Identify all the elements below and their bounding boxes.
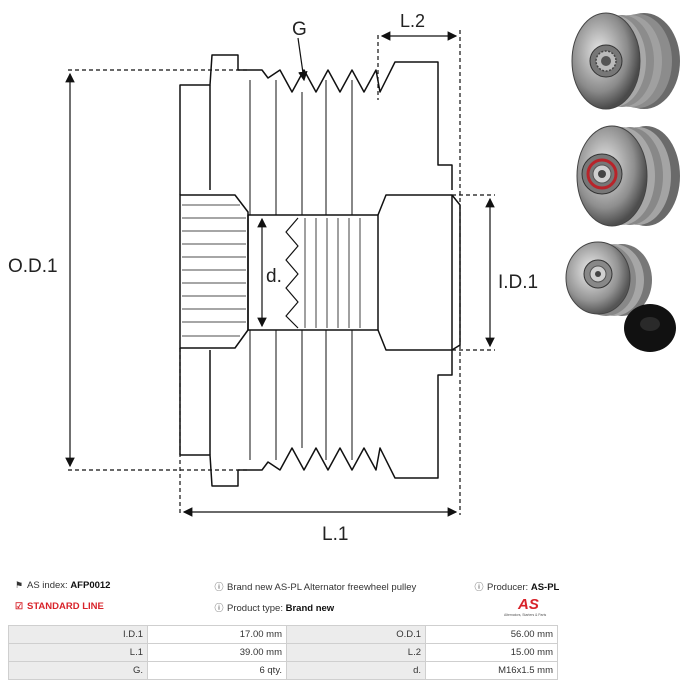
thread-section [285,217,299,329]
spec-label: L.1 [8,643,148,662]
spec-label: O.D.1 [286,625,426,644]
tag-icon: ⚑ [14,580,24,590]
label-od1: O.D.1 [8,256,58,277]
logo-tagline: Alternators, Starters & Parts [504,613,547,617]
spec-value: 17.00 mm [147,625,287,644]
checkbox-icon: ☑ [14,601,24,611]
spec-value: 56.00 mm [425,625,558,644]
producer-label: Producer: [487,582,529,593]
standard-line: ☑STANDARD LINE [14,601,104,612]
product-type-label: Product type: [227,603,283,614]
bore-outline [247,214,379,331]
label-l1: L.1 [322,524,348,545]
label-g: G [292,19,307,40]
logo-text: AS [517,596,539,613]
table-row: G. 6 qty. d. M16x1.5 mm [8,661,558,680]
spec-value: 6 qty. [147,661,287,680]
info-icon: ⓘ [214,582,224,592]
bearing-housing [377,194,461,351]
label-l2: L.2 [400,11,425,31]
table-row: L.1 39.00 mm L.2 15.00 mm [8,643,558,662]
spec-label: L.2 [286,643,426,662]
pulley-top-outline [179,54,453,195]
pulley-bottom-outline [179,348,453,487]
as-index: ⚑AS index: AFP0012 [14,580,111,591]
pulley-photo-with-cap [565,241,676,352]
as-index-label: AS index: [27,580,68,591]
spec-table: I.D.1 17.00 mm O.D.1 56.00 mm L.1 39.00 … [8,625,558,680]
pulley-technical-drawing: G L.2 O.D.1 d. I.D.1 L.1 [8,11,538,545]
as-pl-logo: AS Alternators, Starters & Parts [504,596,547,617]
info-icon: ⓘ [214,603,224,613]
spec-label: G. [8,661,148,680]
product-type-value: Brand new [285,603,335,614]
info-icon: ⓘ [474,582,484,592]
description-text: Brand new AS-PL Alternator freewheel pul… [227,582,417,593]
spec-label: d. [286,661,426,680]
spec-value: 39.00 mm [147,643,287,662]
standard-line-text: STANDARD LINE [27,601,104,612]
label-id1: I.D.1 [498,272,538,293]
pulley-photo-front [571,12,680,110]
pulley-photo-side [576,125,680,227]
as-index-value: AFP0012 [70,580,111,591]
label-d: d. [266,266,282,287]
spec-value: M16x1.5 mm [425,661,558,680]
spec-label: I.D.1 [8,625,148,644]
spec-value: 15.00 mm [425,643,558,662]
producer-value: AS-PL [530,582,560,593]
table-row: I.D.1 17.00 mm O.D.1 56.00 mm [8,625,558,644]
